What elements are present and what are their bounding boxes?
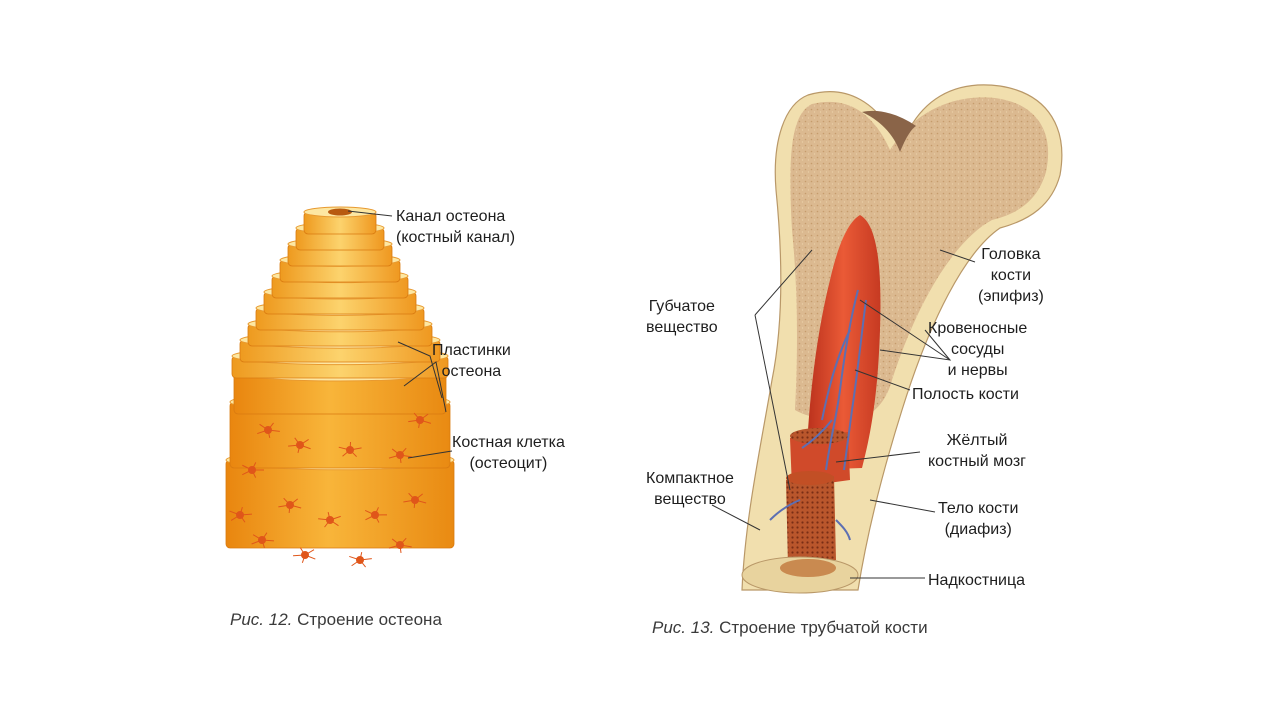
osteocyte-process	[408, 492, 416, 501]
caption-fig-13: Рис. 13. Строение трубчатой кости	[652, 618, 928, 637]
osteocyte-process	[391, 448, 401, 456]
osteocyte-process	[374, 514, 380, 523]
osteocyte-process	[324, 519, 331, 528]
osteocyte-process	[239, 514, 246, 523]
blood-vessels	[769, 289, 867, 541]
osteocyte-process	[419, 419, 432, 424]
osteocyte-process	[261, 539, 274, 542]
bone-leader-lines	[711, 249, 976, 579]
osteocyte-process	[327, 511, 331, 521]
label-osteon-canal: Канал остеона (костный канал)	[396, 208, 516, 246]
osteocyte-process	[359, 558, 372, 561]
osteocyte-process	[297, 444, 301, 454]
osteocyte-process	[413, 499, 416, 509]
osteocyte-process	[399, 544, 412, 548]
bone-neck-notch	[862, 110, 916, 152]
osteocyte-process	[267, 422, 274, 431]
osteocyte-process	[365, 514, 376, 521]
osteocyte-process	[229, 510, 241, 516]
osteocyte-process	[403, 499, 416, 503]
osteocyte-process	[289, 504, 302, 509]
osteocyte-process	[388, 454, 401, 459]
osteocyte-process	[351, 559, 361, 567]
osteon-stack	[225, 206, 455, 549]
osteocyte-process	[399, 537, 407, 546]
osteocyte-process	[304, 549, 315, 556]
osteocyte-process	[349, 555, 361, 561]
label-compact-substance: Компактное вещество	[646, 470, 734, 508]
osteon-canal-opening	[328, 208, 352, 216]
osteocyte-process	[252, 534, 263, 541]
osteocyte-process	[278, 504, 291, 508]
caption-fig-12: Рис. 12. Строение остеона	[230, 610, 442, 629]
osteocyte-process	[299, 439, 309, 446]
bone-cut-center	[780, 559, 836, 577]
label-periosteum: Надкостница	[928, 572, 1026, 589]
osteocyte-process	[242, 469, 253, 476]
osteocyte-process	[374, 507, 379, 516]
osteocyte-process	[414, 499, 427, 504]
label-osteocyte: Костная клетка (остеоцит)	[452, 434, 565, 472]
osteocyte-process	[239, 507, 243, 516]
osteocyte-process	[289, 498, 299, 506]
osteocyte-process	[257, 429, 269, 435]
osteocyte-process	[364, 509, 376, 516]
osteocyte-process	[399, 454, 412, 458]
label-bone-body: Тело кости (диафиз)	[938, 500, 1019, 538]
osteocyte-process	[261, 539, 265, 548]
osteocyte-cells	[229, 412, 432, 568]
osteocyte-process	[283, 497, 291, 506]
osteocyte-process	[318, 518, 331, 521]
osteocyte-process	[413, 412, 421, 421]
osteocyte-process	[359, 551, 363, 561]
label-osteon-plates: Пластинки остеона	[432, 342, 511, 380]
osteocyte-process	[408, 419, 421, 423]
osteocyte-process	[304, 554, 316, 560]
osteocyte-process	[359, 559, 366, 568]
osteocyte-process	[242, 464, 253, 471]
osteocyte-process	[294, 437, 301, 446]
osteocyte-process	[342, 449, 351, 457]
label-blood-vessels: Кровеносные сосуды и нервы	[928, 320, 1028, 379]
osteocyte-process	[239, 513, 252, 516]
osteocyte-process	[251, 469, 257, 478]
label-bone-cavity: Полость кости	[912, 386, 1019, 403]
label-yellow-marrow: Жёлтый костный мозг	[928, 432, 1027, 470]
osteocyte-process	[329, 515, 341, 521]
osteocyte-process	[349, 441, 352, 451]
osteocyte-process	[349, 447, 362, 451]
label-bone-head: Головка кости (эпифиз)	[978, 246, 1044, 305]
osteocyte-process	[329, 519, 339, 527]
osteocyte-process	[399, 447, 407, 456]
osteocyte-process	[288, 444, 301, 447]
osteocyte-process	[299, 444, 311, 450]
osteocyte-process	[293, 554, 306, 557]
osteocyte-process	[349, 449, 357, 458]
osteocyte-process	[299, 547, 306, 556]
osteocyte-process	[388, 544, 401, 549]
osteocyte-process	[399, 454, 402, 464]
osteocyte-process	[267, 429, 271, 439]
osteocyte-process	[418, 419, 421, 429]
osteocyte-process	[399, 544, 402, 554]
osteocyte-process	[338, 446, 351, 451]
osteocyte-process	[414, 493, 423, 501]
osteocyte-process	[230, 514, 241, 521]
osteocyte-process	[251, 462, 257, 471]
osteocyte-process	[259, 423, 269, 431]
osteon-leader-lines	[347, 210, 453, 459]
osteocyte-process	[419, 413, 429, 421]
osteocyte-process	[261, 532, 268, 541]
osteocyte-process	[251, 539, 263, 545]
label-spongy-substance: Губчатое вещество	[646, 298, 718, 336]
osteocyte-process	[391, 538, 401, 546]
osteocyte-process	[267, 429, 280, 432]
osteocyte-process	[301, 554, 306, 563]
osteocyte-process	[288, 504, 291, 514]
